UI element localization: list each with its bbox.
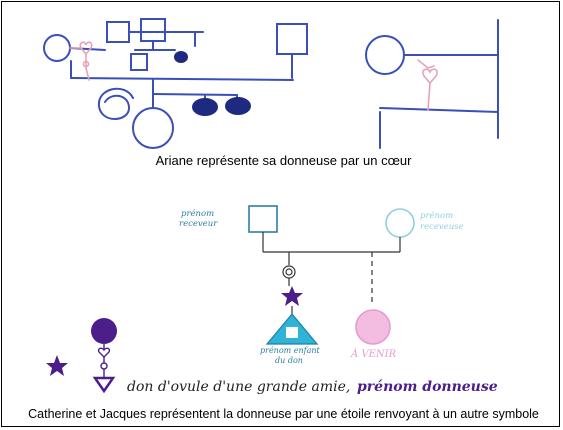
- recipient-circle: [365, 35, 405, 75]
- purple-star-icon: [46, 355, 68, 376]
- parent-square-right: [276, 23, 308, 55]
- heart-icon: [79, 41, 93, 56]
- sibling-square: [130, 53, 148, 71]
- recipient-label-2: receveur: [179, 219, 218, 229]
- purple-triangle: [92, 376, 116, 394]
- spiral-icon: [282, 265, 296, 279]
- child-circle-large: [132, 107, 174, 149]
- filled-sibling-circle: [174, 51, 188, 63]
- recipient-label-1: prénom: [181, 208, 214, 219]
- child-square-inner: [286, 327, 298, 338]
- filled-child-oval-right: [225, 97, 251, 115]
- pedigree-drawing-ariane-left: [35, 8, 330, 152]
- filled-child-oval-left: [192, 98, 218, 116]
- grandparent-square-mid: [140, 18, 166, 42]
- star-icon: [281, 286, 303, 306]
- small-heart-icon: [97, 347, 111, 358]
- purple-circle: [91, 318, 117, 344]
- child-label-1: prénom enfant: [260, 346, 321, 355]
- receveuse-label-2: receveuse: [420, 222, 464, 232]
- future-child-circle: [355, 309, 391, 345]
- grandparent-circle: [43, 34, 71, 62]
- pedigree-sketch-bottom: prénom receveur prénom receveuse: [46, 205, 498, 395]
- recipient-circle-light: [385, 208, 415, 238]
- caption-catherine-jacques: Catherine et Jacques représentent la don…: [28, 407, 539, 421]
- heart-icon: [422, 68, 438, 85]
- pedigree-drawing-ariane-right: [358, 8, 561, 152]
- future-label: À VENIR: [350, 348, 397, 360]
- spiral-mother: [97, 87, 134, 120]
- note-text: don d'ovule d'une grande amie,: [127, 379, 350, 395]
- note-donor-name: prénom donneuse: [357, 379, 498, 395]
- pedigree-sketch-right: [365, 19, 499, 149]
- grandparent-square-left: [106, 21, 130, 43]
- recipient-square: [248, 205, 278, 233]
- child-label-2: du don: [275, 356, 303, 365]
- receveuse-label-1: prénom: [420, 210, 453, 221]
- caption-ariane: Ariane représente sa donneuse par un cœu…: [155, 153, 412, 168]
- pedigree-sketch-left: [43, 18, 308, 149]
- pedigree-drawing-catherine-jacques: prénom receveur prénom receveuse: [35, 190, 557, 403]
